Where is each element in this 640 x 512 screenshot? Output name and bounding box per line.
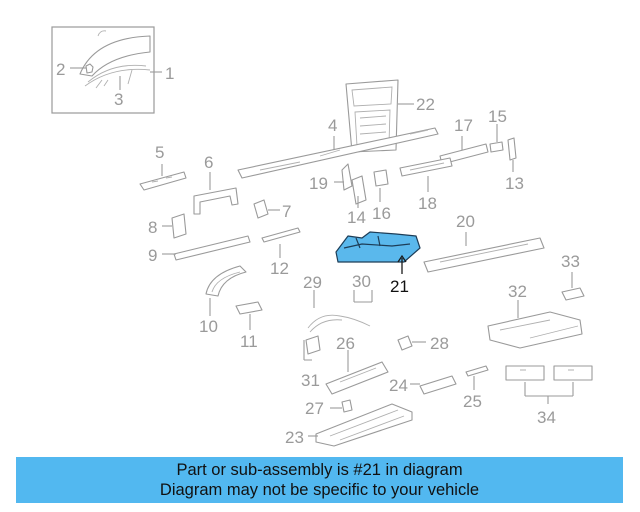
callout-1: 1 (165, 64, 174, 83)
part-11-cover (235, 301, 263, 330)
callout-33: 33 (561, 252, 580, 271)
banner-line-2: Diagram may not be specific to your vehi… (159, 481, 480, 499)
callout-7: 7 (282, 202, 291, 221)
callout-25: 25 (463, 392, 482, 411)
part-21-highlighted-bracket[interactable] (335, 231, 421, 274)
callout-34: 34 (537, 408, 556, 427)
callout-29: 29 (303, 273, 322, 292)
callout-30: 30 (352, 272, 371, 291)
callout-11: 11 (240, 332, 258, 351)
callout-16: 16 (372, 204, 391, 223)
callout-20: 20 (456, 212, 475, 231)
part-12-strip (261, 227, 301, 258)
part-8-block (162, 213, 187, 239)
part-23-glove-box (308, 403, 413, 447)
callout-23: 23 (285, 428, 304, 447)
callout-9: 9 (148, 246, 157, 265)
part-13-bracket (507, 137, 517, 172)
callout-28: 28 (430, 334, 449, 353)
part-25-strip (465, 365, 489, 390)
callout-22: 22 (416, 95, 435, 114)
part-24-trim (410, 375, 457, 395)
callout-3: 3 (114, 90, 123, 109)
callout-19: 19 (309, 174, 328, 193)
part-4-dash-rail (237, 127, 439, 179)
callout-15: 15 (488, 107, 507, 126)
part-32-assembly (487, 300, 583, 349)
callout-18: 18 (418, 194, 437, 213)
part-31-clip (303, 335, 321, 361)
part-19-clip (334, 163, 353, 191)
info-banner: Part or sub-assembly is #21 in diagram D… (16, 457, 623, 503)
inset-panel (51, 26, 162, 114)
part-33-knob (561, 272, 585, 301)
part-22-display-bezel (345, 79, 414, 153)
parts-diagram: 1 2 3 4 5 6 7 8 9 10 11 12 13 14 15 16 1… (51, 26, 593, 447)
callout-14: 14 (347, 208, 366, 227)
callout-2: 2 (56, 60, 65, 79)
part-5-trim (139, 164, 187, 191)
part-27-plug (330, 399, 353, 413)
callout-27: 27 (305, 399, 324, 418)
part-18-panel (399, 157, 453, 192)
banner-line-1: Part or sub-assembly is #21 in diagram (176, 461, 463, 479)
part-30-bracket (353, 290, 373, 303)
callout-31: 31 (301, 371, 320, 390)
part-16-switch (373, 169, 389, 202)
callout-21: 21 (390, 277, 409, 296)
callout-32: 32 (508, 282, 527, 301)
callout-26: 26 (336, 334, 355, 353)
part-10-duct (205, 265, 247, 316)
part-14-vent (351, 175, 367, 208)
part-29-harness (307, 290, 371, 333)
callout-12: 12 (270, 259, 289, 278)
callout-8: 8 (148, 218, 157, 237)
part-7-clip (253, 199, 280, 219)
callout-labels: 1 2 3 4 5 6 7 8 9 10 11 12 13 14 15 16 1… (56, 60, 580, 447)
callout-17: 17 (454, 116, 473, 135)
callout-24: 24 (389, 376, 408, 395)
part-15-clip (489, 124, 504, 153)
callout-13: 13 (505, 174, 524, 193)
part-26-panel (325, 350, 389, 395)
callout-4: 4 (328, 116, 337, 135)
part-9-strip (162, 235, 251, 261)
part-34-panels (505, 365, 593, 404)
part-28-clip (397, 335, 426, 351)
part-6-bracket (193, 172, 239, 215)
callout-5: 5 (155, 143, 164, 162)
callout-10: 10 (199, 317, 218, 336)
callout-6: 6 (204, 153, 213, 172)
part-20-panel (423, 232, 545, 273)
